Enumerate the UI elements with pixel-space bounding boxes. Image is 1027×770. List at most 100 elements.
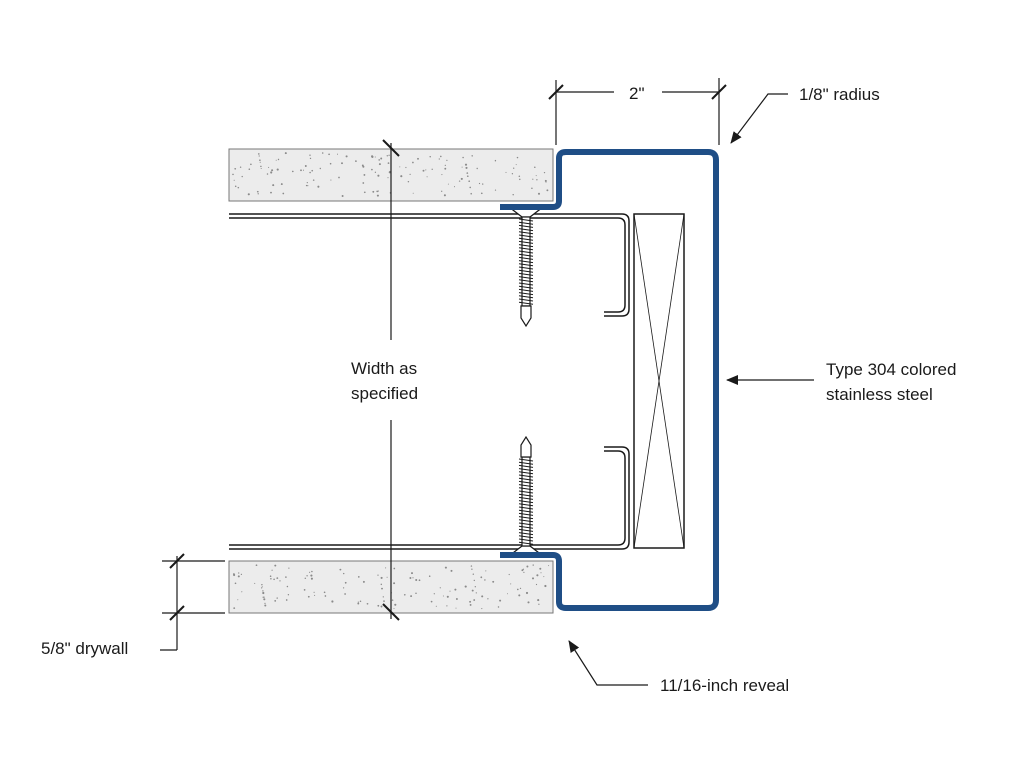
drywall-speckle: [256, 190, 259, 193]
screw-thread-line: [518, 256, 534, 260]
drywall-speckle: [474, 586, 476, 588]
drywall-speckle: [405, 166, 407, 169]
drywall-speckle: [264, 602, 266, 605]
drywall-speckle: [311, 169, 314, 172]
screw-thread-line: [518, 301, 534, 305]
drywall-speckle: [377, 190, 380, 192]
drywall-speckle: [343, 572, 345, 575]
drywall-speckle: [380, 157, 383, 160]
screw-thread-line: [518, 493, 534, 497]
drywall-speckle: [519, 178, 521, 181]
drywall-speckle: [282, 192, 285, 195]
screw-thread-line: [518, 292, 534, 296]
drywall-speckle: [415, 578, 418, 582]
drywall-speckle: [284, 152, 287, 155]
drywall-speckle: [234, 582, 237, 585]
drywall-speckle: [464, 163, 468, 166]
drywall-speckle: [380, 583, 383, 586]
drywall-speckle: [383, 600, 385, 602]
drywall-speckle: [288, 567, 290, 569]
label-material-line2: stainless steel: [826, 385, 933, 404]
screw-thread-line: [518, 464, 534, 468]
drywall-speckle: [341, 162, 343, 165]
drywall-speckle: [471, 589, 474, 592]
drywall-speckle: [274, 600, 277, 602]
drywall-speckle: [302, 169, 305, 171]
drywall-speckle: [446, 605, 448, 607]
drywall-speckle: [239, 166, 242, 168]
drywall-speckle: [285, 576, 287, 578]
drywall-speckle: [274, 564, 277, 567]
drywall-speckle: [411, 572, 413, 575]
drywall-speckle: [387, 162, 390, 164]
drywall-speckle: [516, 588, 519, 591]
drywall-speckle: [385, 567, 387, 569]
drywall-speckle: [461, 166, 463, 168]
drywall-speckle: [412, 577, 414, 579]
drywall-speckle: [536, 574, 539, 577]
drywall-speckle: [363, 191, 366, 194]
drywall-speckle: [324, 595, 327, 597]
drywall-speckle: [515, 164, 517, 166]
drywall-speckle: [505, 171, 507, 173]
screw-thread-line: [518, 471, 534, 475]
metal-stud: [229, 213, 630, 550]
screw-thread-line: [518, 480, 534, 484]
drywall-speckle: [287, 594, 290, 596]
drywall-speckle: [412, 161, 414, 164]
drywall-speckle: [544, 584, 547, 588]
drywall-speckle: [344, 581, 347, 584]
drywall-speckle: [485, 570, 487, 572]
drywall-speckle: [471, 568, 473, 570]
drywall-speckle: [443, 194, 446, 197]
drywall-speckle: [275, 159, 277, 161]
screw-thread-line: [518, 260, 534, 264]
drywall-speckle: [247, 193, 250, 196]
drywall-speckle: [442, 595, 444, 597]
drywall-speckle: [374, 171, 377, 173]
drywall-speckle: [543, 171, 546, 174]
screw-thread-line: [518, 458, 534, 462]
drywall-speckle: [233, 607, 236, 609]
drywall-speckle: [466, 175, 469, 178]
drywall-speckle: [311, 570, 313, 573]
screw-thread-line: [518, 541, 534, 545]
drywall-speckle: [439, 587, 441, 589]
drywall-speckle: [507, 593, 508, 595]
drywall-speckle: [403, 593, 406, 596]
drywall-speckle: [314, 594, 316, 596]
drywall-speckle: [481, 608, 483, 610]
drywall-speckle: [511, 173, 514, 175]
screw-thread-line: [518, 519, 534, 523]
drywall-speckle: [480, 192, 483, 195]
screw-thread-line: [518, 279, 534, 283]
drywall-speckle: [464, 585, 467, 588]
screw-bottom-thread: [518, 458, 534, 545]
drywall-speckle: [269, 575, 272, 577]
drywall-speckle: [546, 189, 549, 192]
label-material-line1: Type 304 colored: [826, 360, 956, 379]
drywall-speckle: [339, 568, 342, 571]
screw-thread-line: [518, 538, 534, 542]
drywall-speckle: [255, 564, 258, 567]
drywall-speckle: [259, 159, 261, 161]
screw-thread-line: [518, 288, 534, 292]
drywall-speckle: [444, 164, 446, 166]
screw-thread-line: [518, 535, 534, 539]
screw-thread-line: [518, 247, 534, 251]
drywall-speckle: [531, 187, 533, 190]
screw-thread-line: [518, 503, 534, 507]
drywall-speckle: [328, 153, 330, 156]
drywall-speckle: [447, 183, 449, 185]
screw-thread-line: [518, 474, 534, 478]
drywall-speckle: [357, 576, 360, 578]
drywall-speckle: [433, 593, 435, 595]
drywall-speckle: [487, 598, 489, 600]
drywall-speckle: [263, 598, 266, 601]
drywall-speckle: [304, 577, 307, 580]
drywall-speckle: [254, 582, 256, 584]
drywall-speckle: [237, 186, 240, 189]
drywall-speckle: [276, 168, 279, 171]
drywall-speckle: [449, 590, 451, 592]
